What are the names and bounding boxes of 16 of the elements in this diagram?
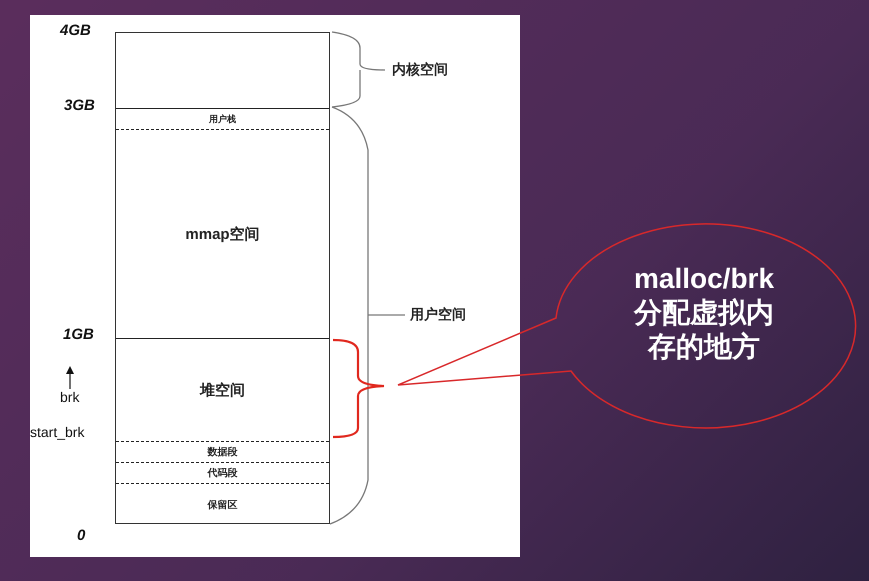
address-label: 0 <box>77 527 86 544</box>
region-label: 用户空间 <box>410 306 466 324</box>
address-label: 3GB <box>64 97 95 114</box>
pointer-label: start_brk <box>30 424 84 440</box>
segment-label: 保留区 <box>208 498 238 512</box>
segment-label: 数据段 <box>208 446 238 459</box>
segment-label: 堆空间 <box>200 381 245 400</box>
address-label: 4GB <box>60 22 91 39</box>
segment-label: 代码段 <box>208 466 238 480</box>
pointer-label: brk <box>60 389 80 405</box>
segment-label: mmap空间 <box>185 224 260 244</box>
bubble-text: malloc/brk 分配虚拟内存的地方 <box>632 262 776 364</box>
segment-label: 用户栈 <box>209 112 236 126</box>
address-label: 1GB <box>63 326 94 343</box>
memory-column <box>115 32 330 524</box>
region-label: 内核空间 <box>392 61 448 79</box>
